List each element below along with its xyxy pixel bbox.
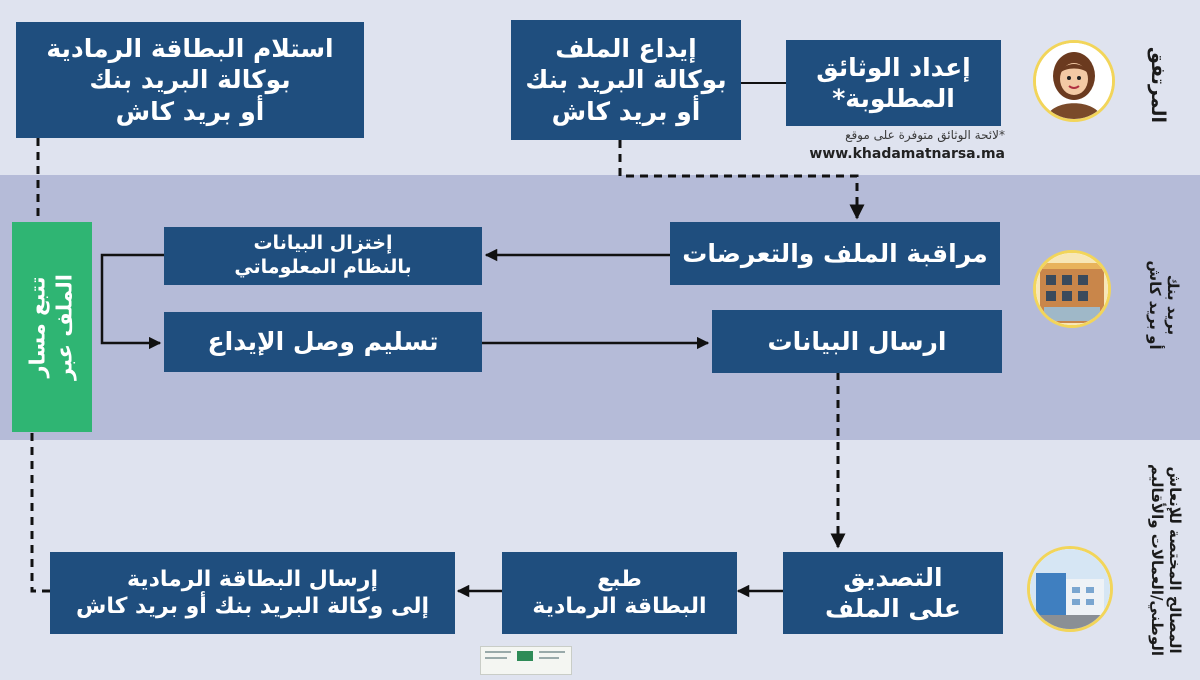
documents-footnote: *لائحة الوثائق متوفرة على موقع — [845, 128, 1005, 142]
step-send-card: إرسال البطاقة الرمادية إلى وكالة البريد … — [50, 552, 455, 634]
arrow-enter-receipt — [100, 253, 164, 350]
line-sendcard-track — [30, 432, 50, 593]
documents-website-link[interactable]: www.khadamatnarsa.ma — [809, 146, 1005, 162]
step-prepare-documents: إعداد الوثائق المطلوبة* — [786, 40, 1001, 126]
step-send-data: ارسال البيانات — [712, 310, 1002, 373]
woman-icon — [1036, 43, 1112, 119]
step-print-card: طبع البطاقة الرمادية — [502, 552, 737, 634]
step-deposit-file: إيداع الملف بوكالة البريد بنك أو بريد كا… — [511, 20, 741, 140]
arrow-deposit-check — [618, 140, 865, 220]
actor-applicant-label: المرتفق — [1147, 46, 1169, 124]
post-lane — [0, 175, 1200, 440]
tracking-banner — [12, 222, 92, 432]
step-check-file: مراقبة الملف والتعرضات — [670, 222, 1000, 285]
tracking-banner-label: تتبع مسار الملف عبر — [25, 273, 77, 381]
building-icon — [1036, 253, 1108, 325]
step-deposit-receipt: تسليم وصل الإيداع — [164, 312, 482, 372]
step-receive-card: استلام البطاقة الرمادية بوكالة البريد بن… — [16, 22, 364, 138]
post-office-avatar — [1033, 250, 1111, 328]
office-building-icon — [1030, 549, 1110, 629]
card-image-icon — [485, 651, 565, 661]
actor-post-label: بريد بنك أو بريد كاش — [1146, 260, 1182, 350]
applicant-avatar — [1033, 40, 1115, 122]
services-avatar — [1027, 546, 1113, 632]
card-thumbnail — [480, 646, 572, 675]
actor-services-label: المصالح المختصة للإنعاش الوطني/العمالات … — [1148, 463, 1184, 657]
step-certify-file: التصديق على الملف — [783, 552, 1003, 634]
step-enter-data: إختزال البيانات بالنظام المعلوماتي — [164, 227, 482, 285]
